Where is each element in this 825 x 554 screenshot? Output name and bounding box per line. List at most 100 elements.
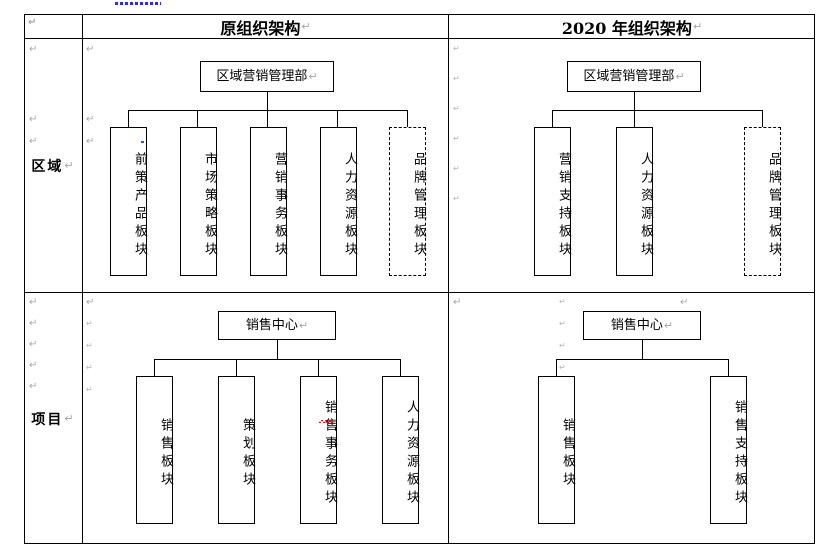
org-node-leaf-label: 品牌管理板块 xyxy=(411,151,426,260)
connector-child-stem xyxy=(318,359,319,376)
org-node-leaf[interactable]: 市场策略板块 xyxy=(180,127,217,276)
connector-child-stem xyxy=(236,359,237,376)
connector-child-stem xyxy=(337,110,338,127)
org-node-leaf-label: 市场策略板块 xyxy=(202,151,217,260)
org-node-leaf-label: 销售板块 xyxy=(560,418,575,490)
pilcrow-mark: ↵ xyxy=(308,70,318,83)
pilcrow-mark: ↵ xyxy=(453,134,460,143)
pilcrow-mark: ↵ xyxy=(559,297,566,306)
org-node-leaf[interactable]: 人力资源板块 xyxy=(382,376,419,524)
connector-root-stem xyxy=(277,340,278,359)
table-header-before-label: 原组织架构 xyxy=(220,18,301,38)
table-header-after: 2020 年组织架构↵ xyxy=(449,15,815,38)
org-node-leaf-label: 销售支持板块 xyxy=(732,400,747,508)
org-node-leaf-optional[interactable]: 品牌管理板块 xyxy=(389,127,426,276)
connector-root-stem xyxy=(642,340,643,359)
org-node-leaf[interactable]: 策划板块 xyxy=(218,376,255,524)
spellcheck-underline-blue xyxy=(141,141,144,187)
pilcrow-mark: ↵ xyxy=(86,385,93,394)
pilcrow-mark: ↵ xyxy=(86,44,95,55)
table-column-divider-2 xyxy=(448,15,449,543)
pilcrow-mark: ↵ xyxy=(453,44,460,53)
pilcrow-mark: ↵ xyxy=(86,136,95,147)
spellcheck-underline-red xyxy=(319,420,333,423)
org-node-leaf-label: 营销事务板块 xyxy=(272,151,287,260)
pilcrow-mark: ↵ xyxy=(28,17,37,28)
pilcrow-mark: ↵ xyxy=(559,341,566,350)
connector-horizontal-bus xyxy=(556,359,728,360)
org-node-leaf[interactable]: 销售事务板块 xyxy=(300,376,337,524)
org-node-root-label: 销售中心 xyxy=(245,318,298,333)
connector-root-stem xyxy=(634,92,635,110)
pilcrow-mark: ↵ xyxy=(559,363,566,372)
pilcrow-mark: ↵ xyxy=(29,339,38,350)
connector-child-stem xyxy=(762,110,763,127)
pilcrow-mark: ↵ xyxy=(298,319,309,332)
org-node-leaf-label: 销售板块 xyxy=(158,418,173,490)
connector-child-stem xyxy=(556,359,557,376)
pilcrow-mark: ↵ xyxy=(453,104,460,113)
pilcrow-mark: ↵ xyxy=(29,136,38,147)
org-node-root-label: 销售中心 xyxy=(610,318,663,333)
connector-child-stem xyxy=(267,110,268,127)
connector-horizontal-bus xyxy=(154,359,400,360)
pilcrow-mark: ↵ xyxy=(453,297,462,308)
org-node-leaf[interactable]: 营销支持板块 xyxy=(534,127,571,276)
row-label-region: 区域 xyxy=(31,158,64,175)
org-node-leaf-label: 销售事务板块 xyxy=(322,400,337,508)
table-header-after-label: 2020 年组织架构 xyxy=(561,18,692,38)
pilcrow-mark: ↵ xyxy=(663,319,674,332)
org-node-leaf-label: 前策产品板块 xyxy=(132,151,147,260)
pilcrow-mark: ↵ xyxy=(29,381,38,392)
pilcrow-mark: ↵ xyxy=(64,412,76,425)
org-node-leaf[interactable]: 营销事务板块 xyxy=(250,127,287,276)
connector-child-stem xyxy=(728,359,729,376)
pilcrow-mark: ↵ xyxy=(301,20,311,33)
org-node-leaf[interactable]: 销售板块 xyxy=(538,376,575,524)
org-node-root[interactable]: 区域营销管理部↵ xyxy=(200,61,334,92)
connector-horizontal-bus xyxy=(552,110,762,111)
pilcrow-mark: ↵ xyxy=(453,164,460,173)
pilcrow-mark: ↵ xyxy=(86,319,93,328)
pilcrow-mark: ↵ xyxy=(29,114,38,125)
pilcrow-mark: ↵ xyxy=(29,360,38,371)
org-structure-table: ↵ 原组织架构↵ 2020 年组织架构↵ 区域↵ ↵ ↵ ↵ ↵ ↵ ↵ ↵ ↵… xyxy=(24,14,815,544)
org-node-leaf-label: 策划板块 xyxy=(240,418,255,490)
table-row-divider-header xyxy=(25,38,814,39)
org-node-leaf[interactable]: 人力资源板块 xyxy=(616,127,653,276)
org-node-leaf[interactable]: 销售板块 xyxy=(136,376,173,524)
table-header-before: 原组织架构↵ xyxy=(83,15,448,38)
table-column-divider-1 xyxy=(82,15,83,543)
pilcrow-mark: ↵ xyxy=(680,297,689,308)
org-node-leaf-label: 人力资源板块 xyxy=(342,151,357,260)
comment-anchor-marker xyxy=(115,2,161,5)
org-node-root-label: 区域营销管理部 xyxy=(583,69,675,84)
connector-child-stem xyxy=(634,110,635,127)
org-node-root[interactable]: 区域营销管理部↵ xyxy=(567,61,701,92)
pilcrow-mark: ↵ xyxy=(86,114,95,125)
row-label-project: 项目 xyxy=(31,411,64,428)
org-node-leaf-label: 人力资源板块 xyxy=(638,151,653,260)
org-node-root[interactable]: 销售中心↵ xyxy=(583,311,701,340)
connector-child-stem xyxy=(400,359,401,376)
pilcrow-mark: ↵ xyxy=(675,70,685,83)
pilcrow-mark: ↵ xyxy=(64,159,76,172)
org-node-root[interactable]: 销售中心↵ xyxy=(218,311,336,340)
org-node-leaf[interactable]: 人力资源板块 xyxy=(320,127,357,276)
pilcrow-mark: ↵ xyxy=(86,341,93,350)
row-label-region-cell: 区域↵ xyxy=(25,39,82,292)
connector-child-stem xyxy=(197,110,198,127)
pilcrow-mark: ↵ xyxy=(692,20,703,33)
pilcrow-mark: ↵ xyxy=(86,297,95,308)
pilcrow-mark: ↵ xyxy=(453,194,460,203)
table-header-rowlabel-cell: ↵ xyxy=(25,15,82,38)
connector-child-stem xyxy=(552,110,553,127)
org-node-leaf-optional[interactable]: 品牌管理板块 xyxy=(744,127,781,276)
org-node-leaf-label: 营销支持板块 xyxy=(556,151,571,260)
row-label-project-cell: 项目↵ xyxy=(25,293,82,544)
pilcrow-mark: ↵ xyxy=(453,74,460,83)
org-node-leaf[interactable]: 销售支持板块 xyxy=(710,376,747,524)
connector-child-stem xyxy=(407,110,408,127)
table-row-divider-1 xyxy=(25,292,814,293)
